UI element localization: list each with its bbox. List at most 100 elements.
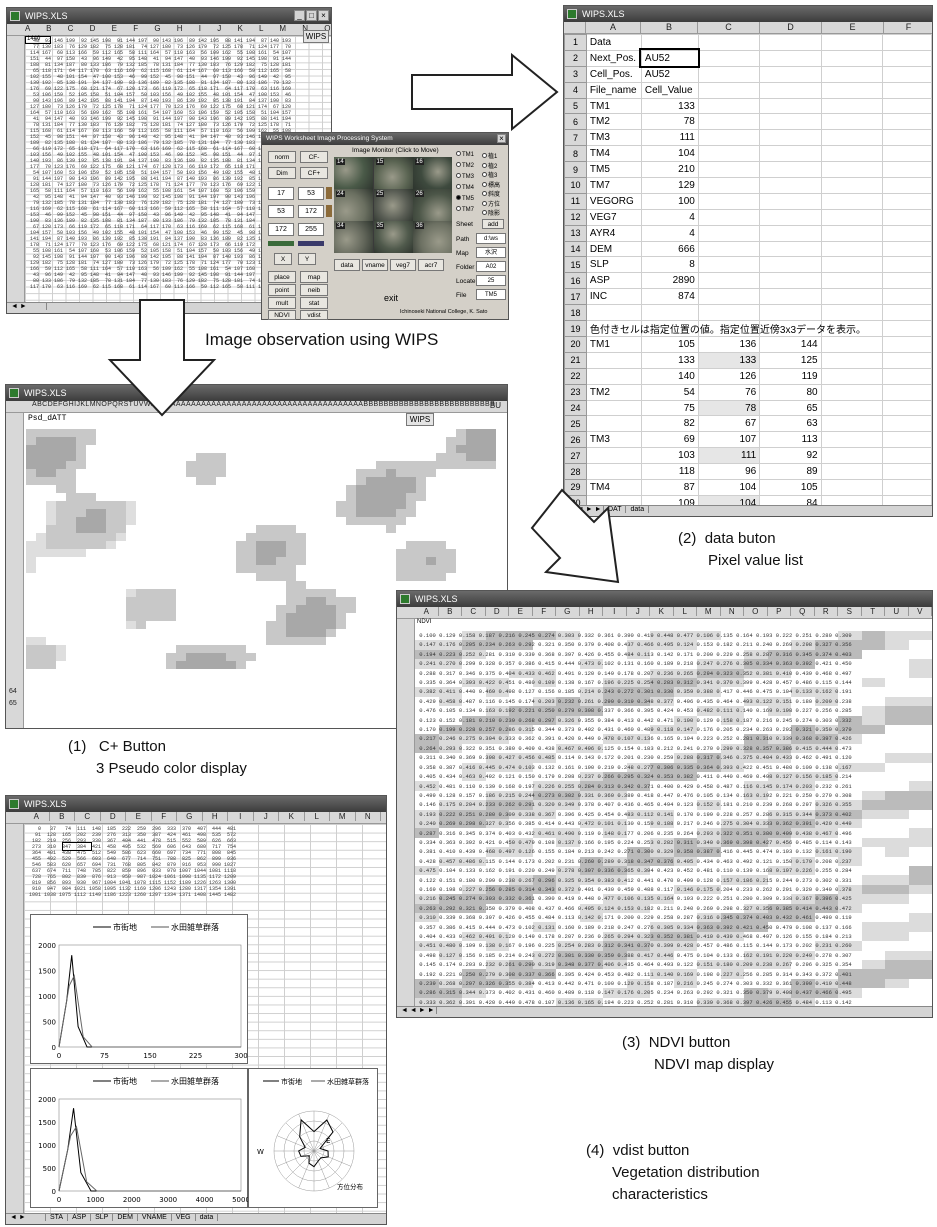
cell[interactable] bbox=[759, 288, 822, 306]
cell[interactable] bbox=[697, 272, 761, 290]
cell[interactable]: 100 bbox=[640, 192, 699, 210]
column-header-cell[interactable]: N bbox=[356, 812, 381, 821]
dim-button[interactable]: Dim bbox=[268, 167, 296, 179]
range-min-3[interactable]: 172 bbox=[268, 223, 294, 236]
cell[interactable]: 136 bbox=[697, 336, 761, 353]
cell[interactable] bbox=[585, 399, 642, 417]
cell[interactable] bbox=[759, 240, 822, 258]
cell[interactable]: 666 bbox=[640, 240, 699, 258]
cell[interactable]: 92 bbox=[759, 447, 822, 465]
x-button[interactable]: X bbox=[274, 253, 292, 265]
column-header-cell[interactable]: E bbox=[509, 607, 533, 616]
column-header-cell[interactable]: O bbox=[744, 607, 768, 616]
cell[interactable] bbox=[820, 97, 883, 115]
cell[interactable]: 874 bbox=[640, 288, 699, 306]
cell[interactable]: TM5 bbox=[585, 161, 642, 179]
cell[interactable]: TM1 bbox=[585, 336, 642, 353]
range-min-1[interactable]: 17 bbox=[268, 187, 294, 200]
cell[interactable]: 140 bbox=[640, 367, 699, 385]
sheet-tab[interactable]: VNAME bbox=[138, 1214, 172, 1221]
cell[interactable]: 105 bbox=[640, 336, 699, 353]
cell[interactable] bbox=[881, 399, 932, 417]
cell[interactable]: 色付きセルは指定位置の値。指定位置近傍3x3データを表示。 bbox=[585, 320, 866, 338]
cell[interactable] bbox=[881, 177, 932, 194]
layer-radio[interactable]: 植1 bbox=[482, 151, 497, 160]
cell[interactable]: TM7 bbox=[585, 177, 642, 194]
layer-radio[interactable]: 斜度 bbox=[482, 189, 500, 198]
cell[interactable] bbox=[697, 97, 761, 115]
cell[interactable] bbox=[820, 431, 883, 449]
locate-field[interactable]: 25 bbox=[476, 275, 506, 286]
column-header-cell[interactable]: F bbox=[884, 22, 932, 33]
cell[interactable] bbox=[820, 65, 883, 83]
cell[interactable]: 8 bbox=[640, 256, 699, 274]
column-header-cell[interactable]: D bbox=[101, 812, 126, 821]
mult-button[interactable]: mult bbox=[268, 297, 296, 309]
image-tile[interactable]: 34 bbox=[334, 221, 373, 253]
cell[interactable]: VEGORG bbox=[585, 192, 642, 210]
y-button[interactable]: Y bbox=[298, 253, 316, 265]
column-header-cell[interactable]: G bbox=[556, 607, 580, 616]
cell[interactable] bbox=[820, 81, 883, 99]
column-header-cell[interactable]: M bbox=[330, 812, 356, 821]
norm-button[interactable]: norm bbox=[268, 151, 296, 163]
cell[interactable]: 126 bbox=[697, 367, 761, 385]
cell[interactable]: 103 bbox=[640, 447, 699, 465]
cell[interactable] bbox=[697, 304, 761, 322]
cell[interactable]: File_name bbox=[585, 81, 642, 99]
cell[interactable]: 105 bbox=[759, 479, 822, 496]
cell[interactable] bbox=[820, 351, 883, 369]
cell[interactable] bbox=[759, 129, 822, 147]
column-header-cell[interactable]: C bbox=[698, 22, 760, 33]
column-header-cell[interactable]: H bbox=[580, 607, 603, 616]
cell[interactable] bbox=[881, 34, 932, 51]
cell[interactable]: 133 bbox=[640, 97, 699, 115]
cell[interactable] bbox=[881, 224, 932, 242]
cell[interactable]: 133 bbox=[640, 351, 699, 369]
cell[interactable]: 65 bbox=[759, 399, 822, 417]
cell[interactable] bbox=[759, 304, 822, 322]
cell[interactable]: TM3 bbox=[585, 129, 642, 147]
column-header-cell[interactable]: C bbox=[462, 607, 486, 616]
slider-handle[interactable] bbox=[326, 187, 332, 199]
column-header-cell[interactable]: T bbox=[862, 607, 885, 616]
cell[interactable] bbox=[820, 447, 883, 465]
column-header-cell[interactable]: H bbox=[203, 812, 228, 821]
column-header-cell[interactable]: V bbox=[909, 607, 932, 616]
cell[interactable] bbox=[820, 224, 883, 242]
column-header-cell[interactable]: K bbox=[650, 607, 674, 616]
cell[interactable] bbox=[697, 161, 761, 179]
cell[interactable] bbox=[640, 34, 699, 51]
minimize-button[interactable]: _ bbox=[294, 10, 305, 21]
range-max-2[interactable]: 172 bbox=[298, 205, 324, 218]
column-header-cell[interactable]: R bbox=[815, 607, 838, 616]
column-header-cell[interactable]: D bbox=[486, 607, 509, 616]
cell[interactable] bbox=[697, 49, 761, 67]
cell[interactable]: 107 bbox=[697, 431, 761, 449]
cell[interactable]: 87 bbox=[640, 479, 699, 496]
exit-button[interactable]: exit bbox=[384, 293, 399, 303]
column-header-cell[interactable]: E bbox=[126, 812, 152, 821]
folder-field[interactable]: A02 bbox=[476, 261, 506, 272]
sheet-tab[interactable]: STA bbox=[46, 1214, 69, 1221]
cell[interactable] bbox=[881, 383, 932, 401]
cell[interactable] bbox=[820, 240, 883, 258]
cell[interactable]: AYR4 bbox=[585, 224, 642, 242]
sheet-tab[interactable]: DEM bbox=[113, 1214, 138, 1221]
cell[interactable] bbox=[820, 399, 883, 417]
cell[interactable] bbox=[759, 97, 822, 115]
image-tile[interactable]: 15 bbox=[373, 157, 413, 189]
cell[interactable] bbox=[820, 336, 883, 353]
cell[interactable] bbox=[820, 304, 883, 322]
cell[interactable]: 78 bbox=[697, 399, 761, 417]
cell[interactable] bbox=[759, 161, 822, 179]
cell[interactable] bbox=[881, 336, 932, 353]
cell[interactable]: 118 bbox=[640, 463, 699, 481]
cell[interactable] bbox=[881, 97, 932, 115]
cell[interactable]: 75 bbox=[640, 399, 699, 417]
cell[interactable]: ASP bbox=[585, 272, 642, 290]
wips-button[interactable]: WIPS bbox=[303, 30, 329, 43]
column-header-cell[interactable]: S bbox=[838, 607, 862, 616]
cell[interactable] bbox=[881, 320, 932, 338]
image-tile[interactable]: 25 bbox=[373, 189, 413, 221]
